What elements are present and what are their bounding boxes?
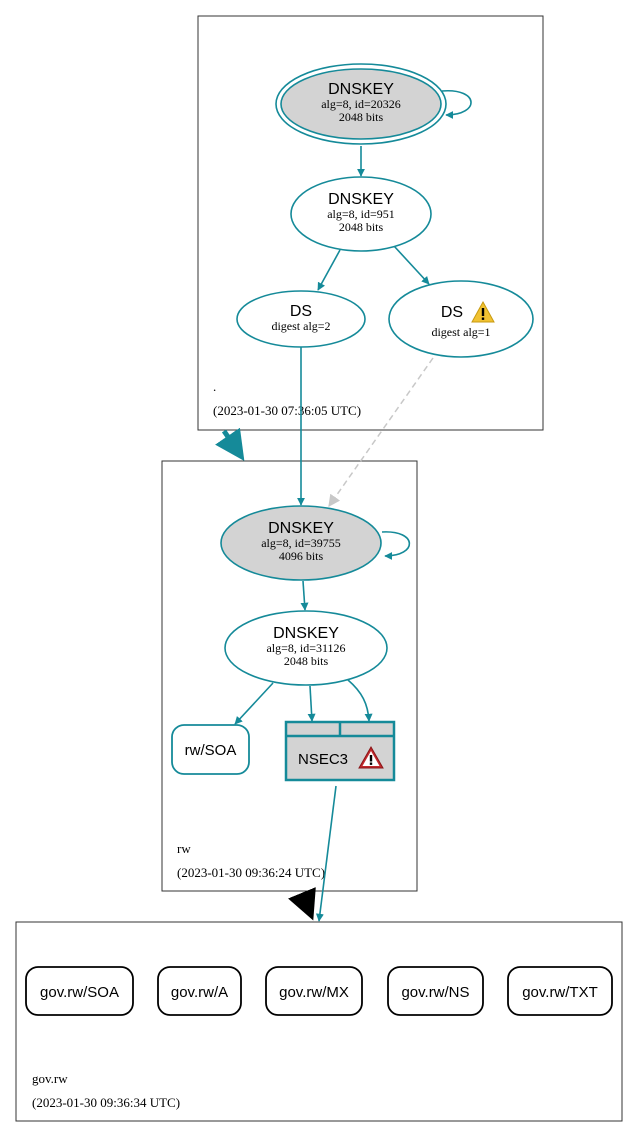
node-ds-digest-1-title: DS [441,304,463,321]
node-gov-rw-mx: gov.rw/MX [265,966,363,1016]
edge-rw-zsk-to-nsec3-a [307,685,316,722]
edge-root-ksk-self [441,90,472,119]
zone-gov-rw-timestamp: (2023-01-30 09:36:34 UTC) [32,1095,180,1110]
edge-delegation-root-to-rw [215,427,245,461]
edge-rw-zsk-to-nsec3-b [347,679,373,722]
node-rw-zsk: DNSKEY alg=8, id=31126 2048 bits [224,610,388,686]
node-root-zsk: DNSKEY alg=8, id=951 2048 bits [290,176,432,252]
node-root-ksk: DNSKEY alg=8, id=20326 2048 bits [275,63,447,145]
node-ds-digest-2-title: DS [290,303,312,320]
zone-root-timestamp: (2023-01-30 07:36:05 UTC) [213,403,361,418]
node-rw-zsk-line1: alg=8, id=31126 [266,641,345,655]
node-rw-ksk-line2: 4096 bits [279,549,324,563]
node-gov-rw-soa: gov.rw/SOA [25,966,134,1016]
edge-delegation-rw-to-gov-rw [288,887,316,921]
error-icon [358,745,384,769]
node-root-zsk-title: DNSKEY [328,191,394,208]
node-rw-soa: rw/SOA [171,724,250,775]
node-rw-ksk: DNSKEY alg=8, id=39755 4096 bits [220,505,382,581]
edge-ds1-to-rw-ksk [328,357,434,507]
node-root-ksk-line2: 2048 bits [339,110,384,124]
warning-icon [471,300,495,323]
node-gov-rw-ns: gov.rw/NS [387,966,484,1016]
zone-root-name: . [213,379,216,394]
node-gov-rw-a: gov.rw/A [157,966,242,1016]
node-gov-rw-a-label: gov.rw/A [171,984,228,1001]
edge-nsec3-to-gov-rw [315,785,337,922]
zone-rw-timestamp: (2023-01-30 09:36:24 UTC) [177,865,325,880]
node-rw-zsk-line2: 2048 bits [284,654,329,668]
edge-rw-zsk-to-soa [234,682,274,725]
node-gov-rw-txt-label: gov.rw/TXT [522,984,598,1001]
node-root-ksk-title: DNSKEY [328,81,394,98]
edge-zsk-to-ds2 [317,249,341,291]
node-ds-digest-1: DS digest alg=1 [388,280,534,358]
node-root-zsk-line1: alg=8, id=951 [327,207,395,221]
zone-root-box [197,15,544,431]
node-gov-rw-mx-label: gov.rw/MX [279,984,349,1001]
zone-rw-name: rw [177,841,191,856]
node-ds-digest-2-line1: digest alg=2 [271,319,330,333]
node-nsec3-label: NSEC3 [298,751,348,768]
node-gov-rw-soa-label: gov.rw/SOA [40,984,119,1001]
edge-rw-ksk-self [381,531,411,560]
node-root-ksk-line1: alg=8, id=20326 [321,97,401,111]
node-root-zsk-line2: 2048 bits [339,220,384,234]
node-gov-rw-txt: gov.rw/TXT [507,966,613,1016]
node-ds-digest-1-line1: digest alg=1 [431,325,490,339]
node-nsec3: NSEC3 [284,720,396,782]
node-ds-digest-2: DS digest alg=2 [236,290,366,348]
node-rw-ksk-title: DNSKEY [268,520,334,537]
edge-rw-ksk-to-zsk [300,580,309,611]
node-rw-ksk-line1: alg=8, id=39755 [261,536,341,550]
node-rw-zsk-title: DNSKEY [273,625,339,642]
edge-zsk-to-ds1 [393,245,430,285]
node-gov-rw-ns-label: gov.rw/NS [401,984,469,1001]
node-rw-soa-label: rw/SOA [185,742,237,759]
zone-gov-rw-name: gov.rw [32,1071,68,1086]
zone-gov-rw-box [15,921,623,1122]
